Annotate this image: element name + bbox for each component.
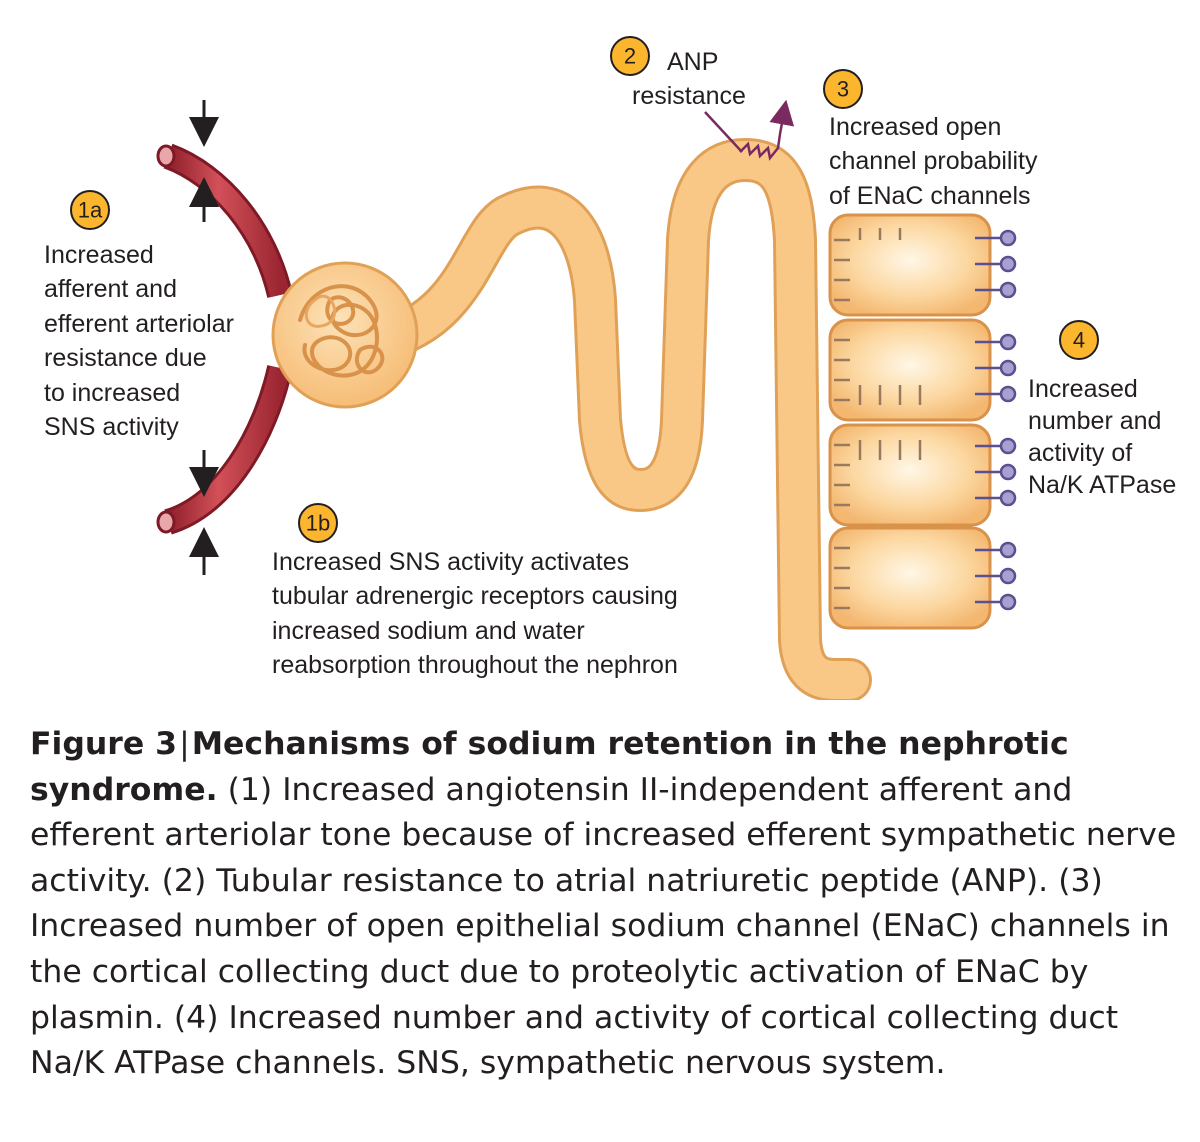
badge-3: 3 xyxy=(823,69,863,109)
svg-text:of ENaC channels: of ENaC channels xyxy=(829,182,1031,210)
svg-text:Na/K ATPase: Na/K ATPase xyxy=(1028,471,1176,499)
label-3: Increased open channel probability of EN… xyxy=(829,113,1038,210)
caption-separator: | xyxy=(179,726,190,762)
caption-body: (1) Increased angiotensin II-independent… xyxy=(30,771,1177,1082)
svg-text:Increased: Increased xyxy=(1028,375,1138,403)
svg-text:4: 4 xyxy=(1073,328,1085,353)
duct-cell xyxy=(828,318,992,422)
duct-cell xyxy=(828,526,992,630)
duct-cell xyxy=(828,213,992,317)
caption-title: Mechanisms of sodium retention in the ne… xyxy=(30,726,1069,808)
figure-caption: Figure 3|Mechanisms of sodium retention … xyxy=(30,722,1180,1087)
badge-4: 4 xyxy=(1059,320,1099,360)
svg-text:number and: number and xyxy=(1028,407,1161,435)
afferent-arteriole xyxy=(156,143,293,299)
figure-number: Figure 3 xyxy=(30,726,178,762)
enac-channels xyxy=(834,228,922,610)
collecting-duct-cells xyxy=(828,213,992,630)
badge-1b: 1b xyxy=(298,503,338,543)
label-2: ANP resistance xyxy=(632,48,746,110)
efferent-arteriole xyxy=(156,365,293,535)
badge-2: 2 xyxy=(610,36,650,76)
nephron-diagram: 1a 1b 2 3 4 Increased afferent and effer… xyxy=(44,36,1176,700)
svg-text:activity of: activity of xyxy=(1028,439,1132,467)
svg-text:reabsorption throughout the ne: reabsorption throughout the nephron xyxy=(272,651,678,679)
svg-text:afferent and: afferent and xyxy=(44,275,177,303)
svg-text:2: 2 xyxy=(624,44,636,69)
svg-text:to increased: to increased xyxy=(44,379,180,407)
svg-text:1a: 1a xyxy=(78,198,103,223)
label-4: Increased number and activity of Na/K AT… xyxy=(1028,375,1176,499)
na-k-atpase-pumps xyxy=(975,229,1017,611)
svg-text:channel probability: channel probability xyxy=(829,147,1038,175)
anp-resistance-arrow xyxy=(704,99,795,161)
svg-text:ANP: ANP xyxy=(667,48,718,76)
svg-text:SNS activity: SNS activity xyxy=(44,413,179,441)
svg-text:efferent arteriolar: efferent arteriolar xyxy=(44,310,234,338)
svg-text:3: 3 xyxy=(837,77,849,102)
renal-tubule xyxy=(358,138,872,700)
glomerulus xyxy=(271,261,419,409)
svg-text:Increased SNS activity activat: Increased SNS activity activates xyxy=(272,548,629,576)
badge-1a: 1a xyxy=(70,190,110,230)
svg-text:resistance due: resistance due xyxy=(44,344,207,372)
label-1a: Increased afferent and efferent arteriol… xyxy=(44,241,234,441)
svg-text:Increased open: Increased open xyxy=(829,113,1001,141)
svg-text:Increased: Increased xyxy=(44,241,154,269)
svg-text:resistance: resistance xyxy=(632,82,746,110)
duct-cell xyxy=(828,423,992,527)
svg-text:1b: 1b xyxy=(306,511,330,536)
svg-text:tubular adrenergic receptors c: tubular adrenergic receptors causing xyxy=(272,582,678,610)
label-1b: Increased SNS activity activates tubular… xyxy=(272,548,678,679)
svg-text:increased sodium and water: increased sodium and water xyxy=(272,617,585,645)
